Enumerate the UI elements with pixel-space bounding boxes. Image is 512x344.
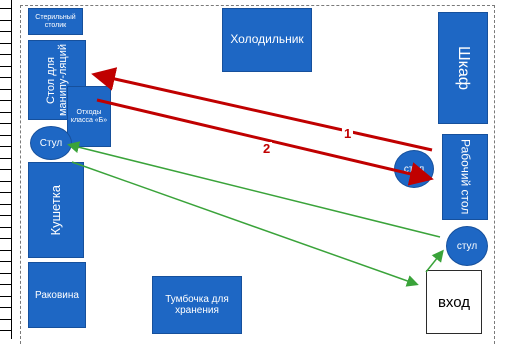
waste-class-b-label: Отходы класса «Б» — [70, 108, 108, 124]
ruler-tick — [0, 307, 11, 308]
ruler-tick — [0, 226, 11, 228]
ruler-tick — [0, 272, 11, 274]
ruler-tick — [0, 42, 11, 44]
ruler-tick — [0, 203, 11, 205]
route-1-number: 1 — [342, 126, 354, 141]
storage-cabinet: Тумбочка для хранения — [152, 276, 242, 334]
ruler-tick — [0, 157, 11, 159]
route-2-number: 2 — [261, 141, 273, 156]
ruler-tick — [0, 65, 11, 67]
chair-entry-label: стул — [456, 240, 478, 252]
ruler-tick — [0, 123, 11, 124]
ruler-tick — [0, 180, 11, 182]
route-1-arrow — [91, 67, 433, 152]
ruler-tick — [0, 146, 11, 147]
entry-door: вход — [426, 270, 482, 334]
ruler-tick — [0, 19, 11, 21]
fridge-label: Холодильник — [230, 32, 304, 47]
ruler-tick — [0, 284, 11, 285]
waste-class-b: Отходы класса «Б» — [67, 86, 111, 147]
ruler-tick — [0, 318, 11, 320]
ruler-tick — [0, 249, 11, 251]
green-arrow-to-chair — [67, 141, 441, 238]
ruler-tick — [0, 100, 11, 101]
ruler-tick — [0, 77, 11, 78]
sterile-table-label: Стерильный столик — [35, 13, 76, 29]
room-outline — [20, 5, 495, 344]
entry-label: вход — [437, 293, 471, 311]
work-table: Рабочий стол — [442, 134, 488, 220]
ruler-tick — [0, 8, 11, 9]
green-arrow-to-entry — [71, 161, 419, 287]
ruler-tick — [0, 134, 11, 136]
ruler-tick — [0, 330, 11, 331]
couch: Кушетка — [28, 162, 84, 258]
ruler-tick — [0, 192, 11, 193]
ruler-tick — [0, 238, 11, 239]
ruler-tick — [0, 295, 11, 297]
ruler-tick — [0, 169, 11, 170]
chair-left-label: Стул — [39, 137, 63, 149]
route-2-arrow — [96, 98, 434, 186]
chair-entry: стул — [446, 226, 488, 266]
storage-cabinet-label: Тумбочка для хранения — [165, 294, 229, 316]
work-table-label: Рабочий стол — [458, 139, 473, 215]
fridge: Холодильник — [222, 8, 312, 72]
sink-label: Раковина — [35, 289, 79, 301]
sterile-table: Стерильный столик — [28, 8, 83, 35]
ruler-tick — [0, 31, 11, 32]
sink: Раковина — [28, 262, 86, 328]
green-arrow-entry-chair — [425, 249, 444, 273]
ruler-tick — [0, 54, 11, 55]
ruler-tick — [0, 88, 11, 90]
ruler-tick — [0, 261, 11, 262]
ruler-tick — [0, 215, 11, 216]
wardrobe-label: Шкаф — [454, 45, 472, 91]
ruler — [0, 0, 12, 339]
ruler-tick — [0, 111, 11, 113]
wardrobe: Шкаф — [438, 12, 488, 124]
